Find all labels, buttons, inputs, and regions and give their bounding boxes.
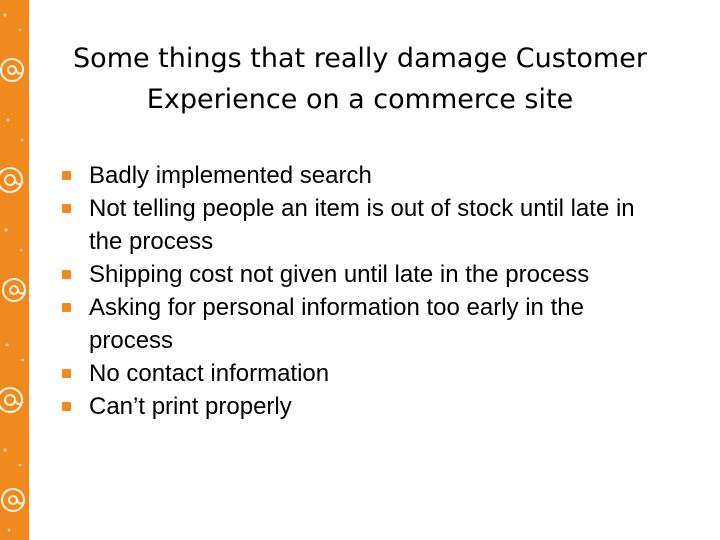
at-sign-icon bbox=[2, 278, 26, 302]
at-sign-icon bbox=[1, 488, 25, 512]
at-sign-icon bbox=[0, 167, 24, 193]
list-item: Shipping cost not given until late in th… bbox=[62, 258, 662, 291]
square-bullet-icon bbox=[62, 303, 71, 312]
square-bullet-icon bbox=[62, 204, 71, 213]
list-item: Not telling people an item is out of sto… bbox=[62, 192, 662, 258]
bullet-text: Shipping cost not given until late in th… bbox=[89, 261, 590, 288]
list-item: No contact information bbox=[62, 357, 662, 390]
side-decoration-strip bbox=[0, 0, 29, 540]
at-sign-icon bbox=[0, 58, 24, 82]
list-item: Can’t print properly bbox=[62, 390, 662, 423]
list-item: Asking for personal information too earl… bbox=[62, 291, 662, 357]
bullet-text: Can’t print properly bbox=[89, 393, 292, 420]
square-bullet-icon bbox=[62, 369, 71, 378]
bullet-text: No contact information bbox=[89, 360, 330, 387]
bullet-text: Not telling people an item is out of sto… bbox=[89, 195, 635, 255]
list-item: Badly implemented search bbox=[62, 159, 662, 192]
at-sign-icon bbox=[0, 387, 24, 413]
at-sign-pattern bbox=[0, 13, 26, 532]
slide-title: Some things that really damage Customer … bbox=[73, 43, 647, 115]
bullet-text: Badly implemented search bbox=[89, 162, 372, 189]
square-bullet-icon bbox=[62, 402, 71, 411]
bullet-list: Badly implemented search Not telling peo… bbox=[62, 159, 662, 423]
square-bullet-icon bbox=[62, 270, 71, 279]
square-bullet-icon bbox=[62, 171, 71, 180]
bullet-text: Asking for personal information too earl… bbox=[89, 294, 584, 354]
